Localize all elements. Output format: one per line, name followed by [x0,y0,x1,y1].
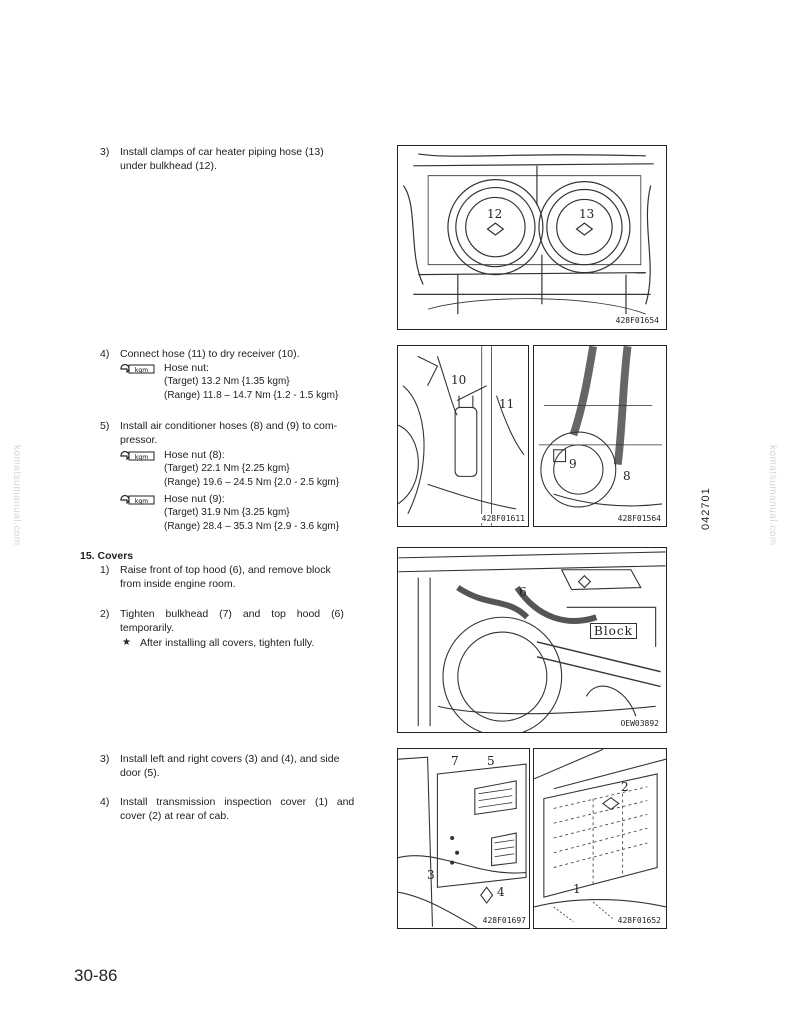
hose-nut-9-range: (Range) 28.4 – 35.3 Nm {2.9 - 3.6 kgm} [164,521,340,532]
label-13: 13 [578,207,596,221]
step-4-text-line1: Connect hose (11) to dry receiver (10). [120,348,300,360]
torque-wrench-icon: kgm [120,450,155,461]
label-3: 3 [427,868,435,882]
watermark-right: komatsumanual.com [767,445,778,546]
figure-drawing [538,346,663,508]
step-3-covers-line1: Install left and right covers (3) and (4… [120,753,340,765]
label-10: 10 [451,373,467,387]
covers-note: After installing all covers, tighten ful… [140,637,315,649]
covers-step-2-line1: Tighten bulkhead (7) and top hood (6) [120,608,344,620]
figure-code: 428F01564 [616,514,662,523]
page-number: 30-86 [74,966,118,985]
covers-step-1-line1: Raise front of top hood (6), and remove … [120,564,331,576]
figure-code: 428F01611 [480,514,526,523]
watermark-left: komatsumanual.com [11,445,22,546]
step-5-text-line2: pressor. [120,434,158,446]
figure-code: 428F01652 [616,916,662,925]
step-5-number: 5) [100,420,110,432]
figure-code: OEW03892 [619,719,660,728]
torque-target: (Target) 13.2 Nm {1.35 kgm} [164,376,290,387]
hose-nut-9-target: (Target) 31.9 Nm {3.25 kgm} [164,507,290,518]
label-12: 12 [486,207,504,221]
step-3-covers-number: 3) [100,753,110,765]
document-id: 042701 [700,487,712,530]
covers-step-2-number: 2) [100,608,110,620]
label-7: 7 [451,754,459,768]
figure-compressor-hoses: 9 8 428F01564 [533,345,667,527]
step-3-number: 3) [100,146,110,158]
figure-rear-covers: 2 1 428F01652 [533,748,667,929]
covers-step-1-number: 1) [100,564,110,576]
hose-nut-9-label: Hose nut (9): [164,493,225,505]
figure-drawing [398,346,525,526]
hose-nut-8-label: Hose nut (8): [164,449,225,461]
figure-dry-receiver: 10 11 428F01611 [397,345,529,527]
figure-side-covers: 7 5 3 4 428F01697 [397,748,530,929]
figure-heater-hose-clamps: 12 13 428F01654 [397,145,667,330]
figure-drawing [534,749,666,923]
step-4-number: 4) [100,348,110,360]
step-3-text-line1: Install clamps of car heater piping hose… [120,146,324,158]
svg-text:kgm: kgm [135,498,148,505]
label-1: 1 [573,882,581,896]
label-11: 11 [499,397,515,411]
figure-top-hood-block: 6 Block OEW03892 [397,547,667,733]
step-5-text-line1: Install air conditioner hoses (8) and (9… [120,420,338,432]
covers-step-2-line2: temporarily. [120,622,175,634]
step-4-covers-number: 4) [100,796,110,808]
label-8: 8 [623,469,631,483]
figure-code: 428F01654 [614,316,660,325]
step-4-covers-line2: cover (2) at rear of cab. [120,810,230,822]
svg-text:kgm: kgm [135,367,148,374]
figure-drawing [402,153,654,315]
torque-wrench-icon: kgm [120,494,155,505]
label-5: 5 [487,754,495,768]
covers-step-1-line2: from inside engine room. [120,578,236,590]
figure-code: 428F01697 [481,916,527,925]
step-3-covers-line2: door (5). [120,767,160,779]
svg-text:kgm: kgm [135,454,148,461]
hose-nut-8-target: (Target) 22.1 Nm {2.25 kgm} [164,463,290,474]
figure-drawing [398,551,666,732]
label-9: 9 [569,457,577,471]
figure-drawing [398,756,527,928]
note-star-icon: ★ [122,637,131,648]
label-2: 2 [621,780,629,794]
hose-nut-8-range: (Range) 19.6 – 24.5 Nm {2.0 - 2.5 kgm} [164,477,340,488]
torque-wrench-icon: kgm [120,363,155,374]
torque-range: (Range) 11.8 – 14.7 Nm {1.2 - 1.5 kgm} [164,390,339,401]
label-block: Block [590,623,637,639]
label-4: 4 [497,885,505,899]
section-heading-covers: 15. Covers [80,550,134,562]
hose-nut-label: Hose nut: [164,362,209,374]
label-6: 6 [519,585,527,599]
step-3-text-line2: under bulkhead (12). [120,160,217,172]
step-4-covers-line1: Install transmission inspection cover (1… [120,796,355,808]
